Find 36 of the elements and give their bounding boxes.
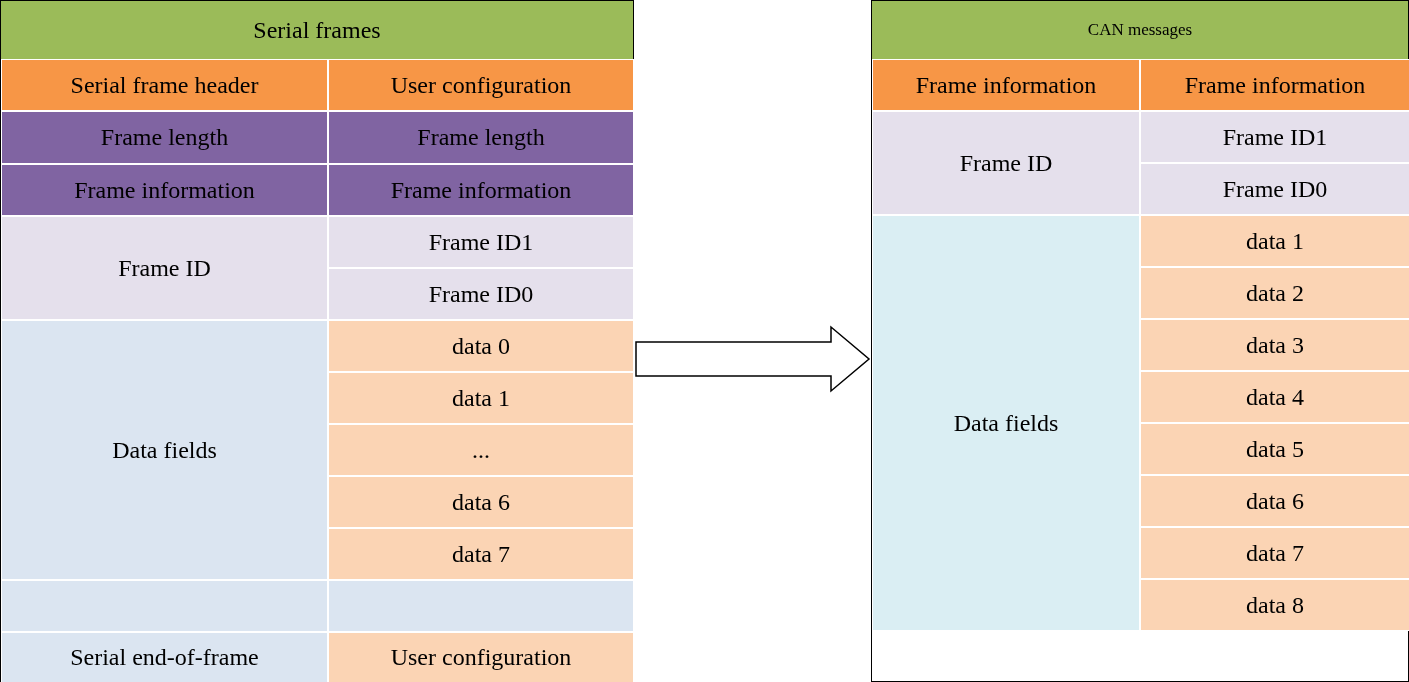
field-cell: Frame ID0 [328, 268, 634, 320]
field-cell: data 0 [328, 320, 634, 372]
field-cell: data 6 [1140, 475, 1409, 527]
field-cell: Frame ID [1, 216, 328, 320]
field-cell: Frame length [1, 111, 328, 164]
field-cell: ... [328, 424, 634, 476]
frame-table [871, 0, 1409, 682]
field-cell: Frame information [1140, 59, 1409, 111]
field-cell: Serial end-of-frame [1, 632, 328, 682]
field-cell: Frame ID1 [1140, 111, 1409, 163]
field-cell: Frame information [1, 164, 328, 216]
field-cell: data 2 [1140, 267, 1409, 319]
field-cell: Frame information [328, 164, 634, 216]
field-cell: data 4 [1140, 371, 1409, 423]
field-cell: User configuration [328, 632, 634, 682]
field-cell: Frame ID0 [1140, 163, 1409, 215]
field-cell: Serial frame header [1, 59, 328, 111]
field-cell: User configuration [328, 59, 634, 111]
field-cell: data 5 [1140, 423, 1409, 475]
field-cell: Data fields [872, 215, 1140, 631]
field-cell: data 8 [1140, 579, 1409, 631]
field-cell: Data fields [1, 320, 328, 580]
field-cell: data 6 [328, 476, 634, 528]
field-cell: data 3 [1140, 319, 1409, 371]
field-cell: Frame information [872, 59, 1140, 111]
field-cell: Frame ID1 [328, 216, 634, 268]
field-cell: data 7 [1140, 527, 1409, 579]
field-cell: data 1 [328, 372, 634, 424]
field-cell: Frame ID [872, 111, 1140, 215]
field-cell: data 1 [1140, 215, 1409, 267]
field-cell: data 7 [328, 528, 634, 580]
frame-table [0, 0, 634, 682]
table-title: Serial frames [1, 1, 633, 59]
table-title: CAN messages [872, 1, 1408, 59]
block-arrow [635, 325, 871, 393]
field-cell: Frame length [328, 111, 634, 164]
